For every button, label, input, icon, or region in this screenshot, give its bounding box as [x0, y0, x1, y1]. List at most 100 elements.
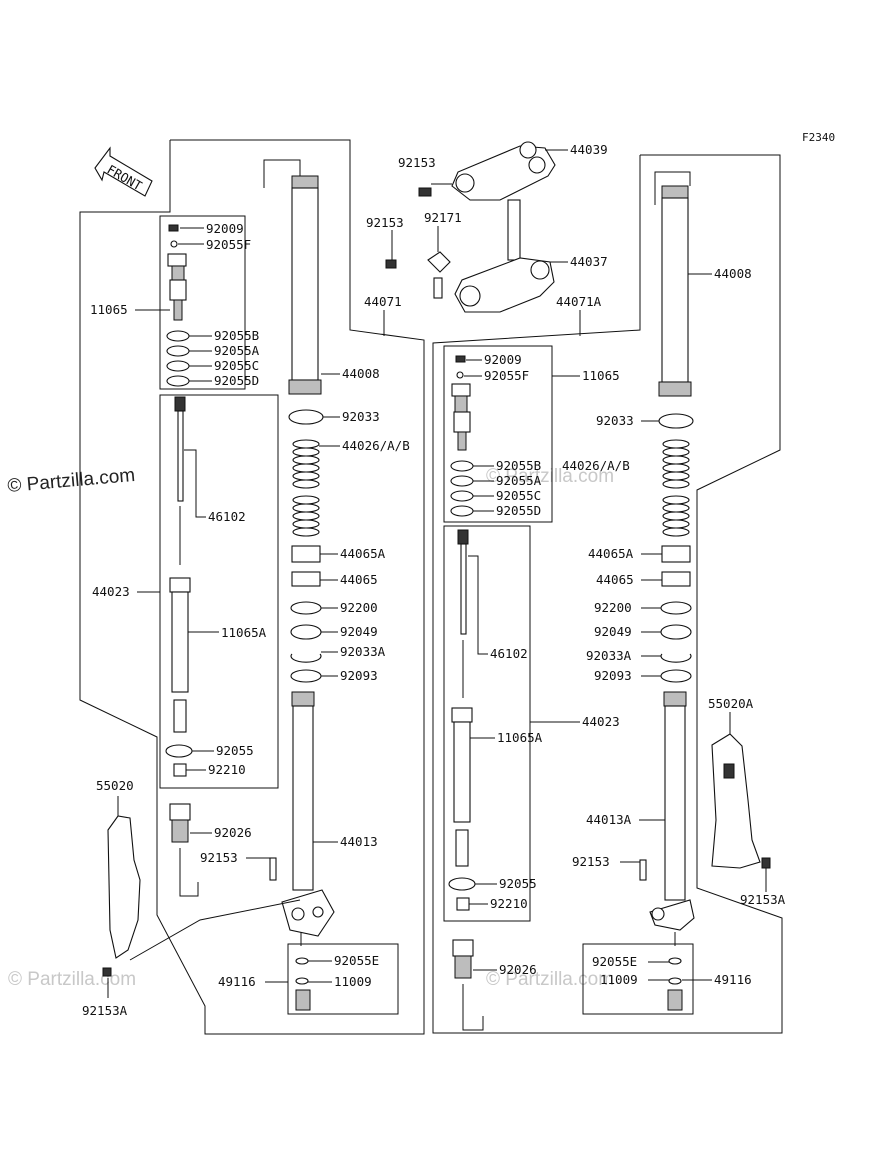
- label-44013A: 44013A: [586, 812, 632, 827]
- label-92055E-right: 92055E: [592, 954, 637, 969]
- label-92055A-left: 92055A: [214, 343, 260, 358]
- label-92093-left: 92093: [340, 668, 378, 683]
- label-92055-left: 92055: [216, 743, 254, 758]
- label-44023-right: 44023: [582, 714, 620, 729]
- label-92153-top-1: 92153: [398, 155, 436, 170]
- label-92055B-right: 92055B: [496, 458, 541, 473]
- label-44065-left: 44065: [340, 572, 378, 587]
- label-92171: 92171: [424, 210, 462, 225]
- label-44013: 44013: [340, 834, 378, 849]
- right-lower-leg: [639, 691, 695, 931]
- label-92055F-left: 92055F: [206, 237, 251, 252]
- left-outer-tube: [263, 159, 322, 395]
- leader-lines: [107, 149, 767, 998]
- figure-code: F2340: [802, 131, 835, 144]
- label-44026-right: 44026/A/B: [562, 458, 630, 473]
- left-drain-box: [287, 943, 399, 1015]
- label-11065A-right: 11065A: [497, 730, 543, 745]
- right-outer-tube: [654, 171, 692, 397]
- label-92200-left: 92200: [340, 600, 378, 615]
- right-drain-parts: [667, 932, 683, 1011]
- right-cartridge-box: [443, 525, 531, 922]
- label-92049-left: 92049: [340, 624, 378, 639]
- right-fork-outline: [432, 154, 783, 1034]
- label-44026-left: 44026/A/B: [342, 438, 410, 453]
- label-11065-right: 11065: [582, 368, 620, 383]
- label-92210-left: 92210: [208, 762, 246, 777]
- label-92153-top-2: 92153: [366, 215, 404, 230]
- label-92055A-right: 92055A: [496, 473, 542, 488]
- left-cartridge-parts: [165, 396, 193, 777]
- left-fork-outline: [79, 139, 425, 1035]
- right-part-labels: 92009 92055F 11065 92055B 44026/A/B 9205…: [484, 266, 786, 987]
- label-92153-left: 92153: [200, 850, 238, 865]
- watermark-faint-a: © Partzilla.com: [8, 969, 136, 990]
- label-44023-left: 44023: [92, 584, 130, 599]
- label-44008-left: 44008: [342, 366, 380, 381]
- watermark-faint-c: © Partzilla.com: [486, 466, 614, 487]
- label-92009-left: 92009: [206, 221, 244, 236]
- label-92033A-right: 92033A: [586, 648, 632, 663]
- label-92009-right: 92009: [484, 352, 522, 367]
- right-drain-box: [582, 943, 694, 1015]
- label-92153A-right: 92153A: [740, 892, 786, 907]
- label-92055C-right: 92055C: [496, 488, 541, 503]
- right-valve-parts: [450, 355, 474, 517]
- label-92210-right: 92210: [490, 896, 528, 911]
- right-cartridge-parts: [448, 529, 476, 911]
- label-92055B-left: 92055B: [214, 328, 259, 343]
- label-44071A: 44071A: [556, 294, 602, 309]
- label-92055C-left: 92055C: [214, 358, 259, 373]
- left-lower-leg: [269, 691, 335, 937]
- watermark-main: © Partzilla.com: [7, 465, 136, 497]
- label-92055D-right: 92055D: [496, 503, 541, 518]
- watermark-faint-b: © Partzilla.com: [486, 969, 614, 990]
- label-44065A-right: 44065A: [588, 546, 634, 561]
- label-46102-right: 46102: [490, 646, 528, 661]
- label-92093-right: 92093: [594, 668, 632, 683]
- label-49116-left: 49116: [218, 974, 256, 989]
- lower-triple-clamp: [385, 199, 555, 313]
- top-part-labels: 44071 92153 44039 92153 92171 44037 4407…: [364, 142, 608, 309]
- label-92055-right: 92055: [499, 876, 537, 891]
- label-11009-right: 11009: [600, 972, 638, 987]
- label-11065-left: 11065: [90, 302, 128, 317]
- left-valve-box: [159, 215, 246, 390]
- label-44037: 44037: [570, 254, 608, 269]
- right-valve-box: [443, 345, 553, 523]
- front-arrow-icon: FRONT: [94, 146, 153, 197]
- label-44008-right: 44008: [714, 266, 752, 281]
- label-92033-left: 92033: [342, 409, 380, 424]
- label-92033A-left: 92033A: [340, 644, 386, 659]
- label-55020A: 55020A: [708, 696, 754, 711]
- label-44071: 44071: [364, 294, 402, 309]
- label-92055E-left: 92055E: [334, 953, 379, 968]
- label-44065-right: 44065: [596, 572, 634, 587]
- left-fork-guard: [102, 815, 301, 977]
- label-44065A-left: 44065A: [340, 546, 386, 561]
- label-92026-left: 92026: [214, 825, 252, 840]
- right-fork-guard: [711, 733, 771, 869]
- upper-triple-clamp: [418, 141, 556, 201]
- label-92153A-left: 92153A: [82, 1003, 128, 1018]
- label-11009-left: 11009: [334, 974, 372, 989]
- right-base-valve: [452, 939, 484, 1031]
- label-92153-right: 92153: [572, 854, 610, 869]
- label-92055F-right: 92055F: [484, 368, 529, 383]
- label-92026-right: 92026: [499, 962, 537, 977]
- label-49116-right: 49116: [714, 972, 752, 987]
- left-valve-parts: [166, 224, 190, 387]
- label-92200-right: 92200: [594, 600, 632, 615]
- label-55020: 55020: [96, 778, 134, 793]
- right-fork-internals: [658, 413, 694, 683]
- label-46102-left: 46102: [208, 509, 246, 524]
- label-92055D-left: 92055D: [214, 373, 259, 388]
- label-44039: 44039: [570, 142, 608, 157]
- label-11065A-left: 11065A: [221, 625, 267, 640]
- left-fork-internals: [288, 409, 324, 683]
- label-92049-right: 92049: [594, 624, 632, 639]
- left-part-labels: 92009 92055F 11065 92055B 92055A 92055C …: [82, 221, 410, 1018]
- label-92033-right: 92033: [596, 413, 634, 428]
- left-base-valve: [169, 803, 199, 897]
